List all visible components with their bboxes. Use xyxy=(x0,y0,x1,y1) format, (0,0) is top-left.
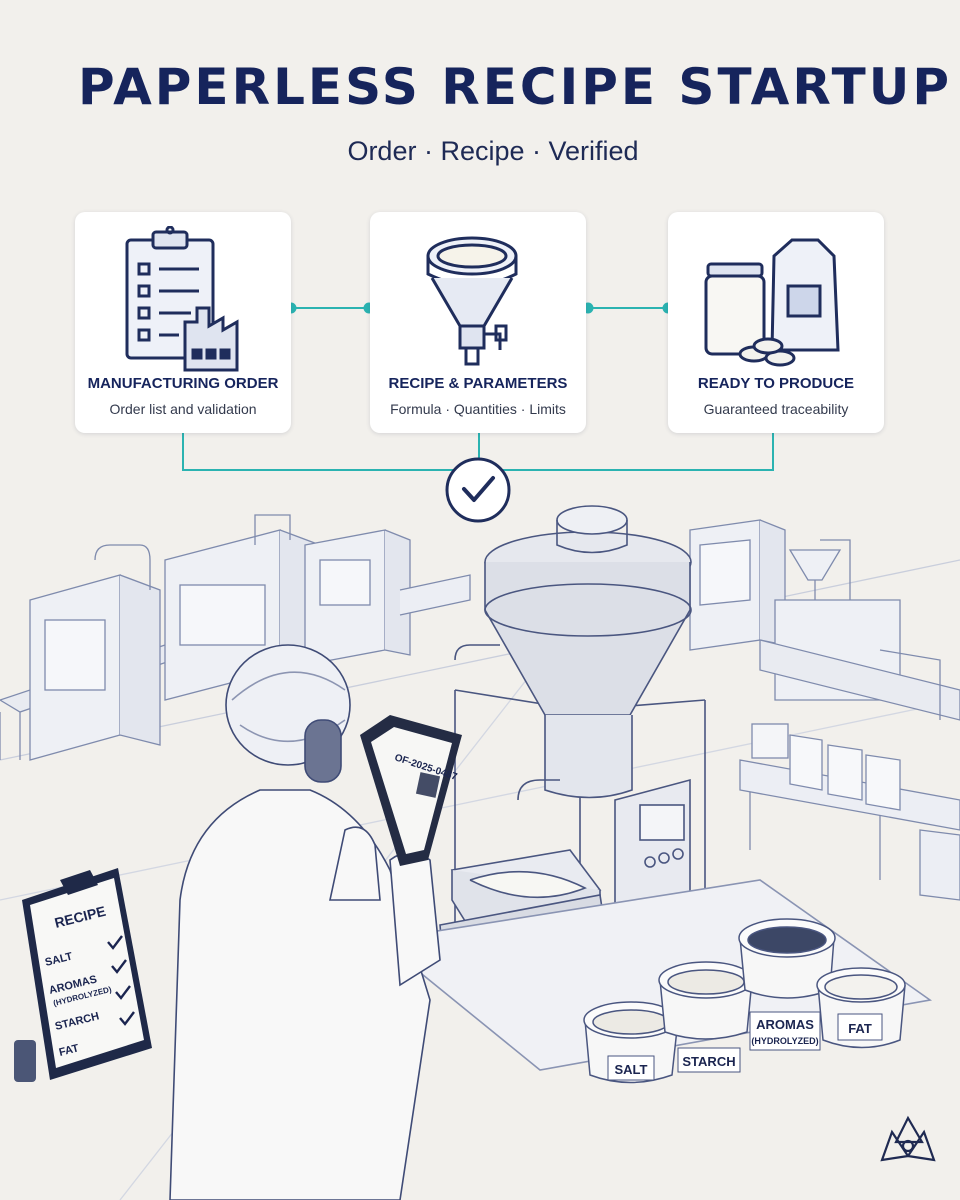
step-title: READY TO PRODUCE xyxy=(697,375,855,392)
step-card-manufacturing-order: MANUFACTURING ORDER Order list and valid… xyxy=(75,212,291,433)
step-description: Order list and validation xyxy=(109,401,257,417)
ingredient-label-fat: FAT xyxy=(848,1021,872,1036)
page-subtitle: Order · Recipe · Verified xyxy=(347,136,639,166)
ingredient-label-aromas-note: (HYDROLYZED) xyxy=(751,1036,818,1046)
checkmark-icon xyxy=(445,457,511,523)
ingredient-label-salt: SALT xyxy=(615,1062,648,1077)
ingredient-label-starch: STARCH xyxy=(682,1054,735,1069)
step-card-recipe-parameters: RECIPE & PARAMETERS Formula · Quantities… xyxy=(370,212,586,433)
step-card-ready-to-produce: READY TO PRODUCE Guaranteed traceability xyxy=(668,212,884,433)
step-title: RECIPE & PARAMETERS xyxy=(388,375,568,392)
page-title: PAPERLESS RECIPE STARTUP xyxy=(78,58,952,116)
clipboard-factory-icon xyxy=(125,226,239,372)
ingredient-label-aromas: AROMAS xyxy=(756,1017,814,1032)
step-description: Formula · Quantities · Limits xyxy=(390,401,566,417)
step-title: MANUFACTURING ORDER xyxy=(87,375,279,392)
step-description: Guaranteed traceability xyxy=(703,401,849,417)
recipe-item-fat: FAT xyxy=(58,1042,81,1059)
flower-logo-icon xyxy=(880,1115,936,1162)
recipe-checkmark-icon xyxy=(107,935,135,1026)
packaged-product-icon xyxy=(704,238,840,367)
hopper-icon xyxy=(426,236,518,366)
